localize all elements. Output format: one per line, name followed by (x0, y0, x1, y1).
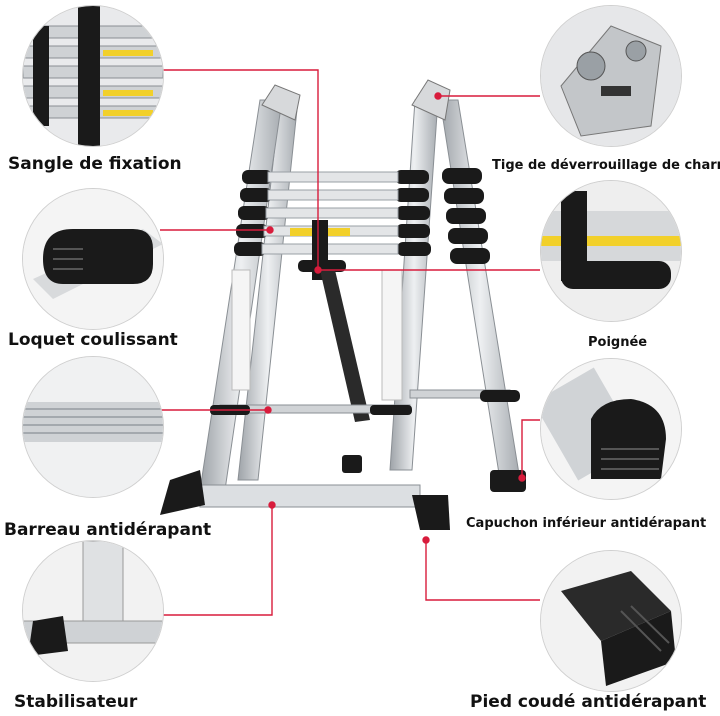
hinge-detail-image (540, 5, 682, 147)
label-stabilizer: Stabilisateur (14, 692, 138, 712)
label-rung: Barreau antidérapant (4, 520, 212, 540)
strap-detail-image (22, 5, 164, 147)
label-hinge: Tige de déverrouillage de charnière (492, 158, 720, 173)
label-foot: Pied coudé antidérapant (470, 692, 707, 712)
label-strap: Sangle de fixation (8, 154, 182, 174)
stabilizer-detail-image (22, 540, 164, 682)
label-handle: Poignée (588, 335, 648, 350)
foot-detail-image (540, 550, 682, 692)
ladder-illustration (160, 79, 526, 530)
cap-detail-image (540, 358, 682, 500)
label-cap: Capuchon inférieur antidérapant (466, 516, 707, 531)
label-latch: Loquet coulissant (8, 330, 178, 350)
handle-detail-image (540, 180, 682, 322)
latch-detail-image (22, 188, 164, 330)
rung-detail-image (22, 356, 164, 498)
